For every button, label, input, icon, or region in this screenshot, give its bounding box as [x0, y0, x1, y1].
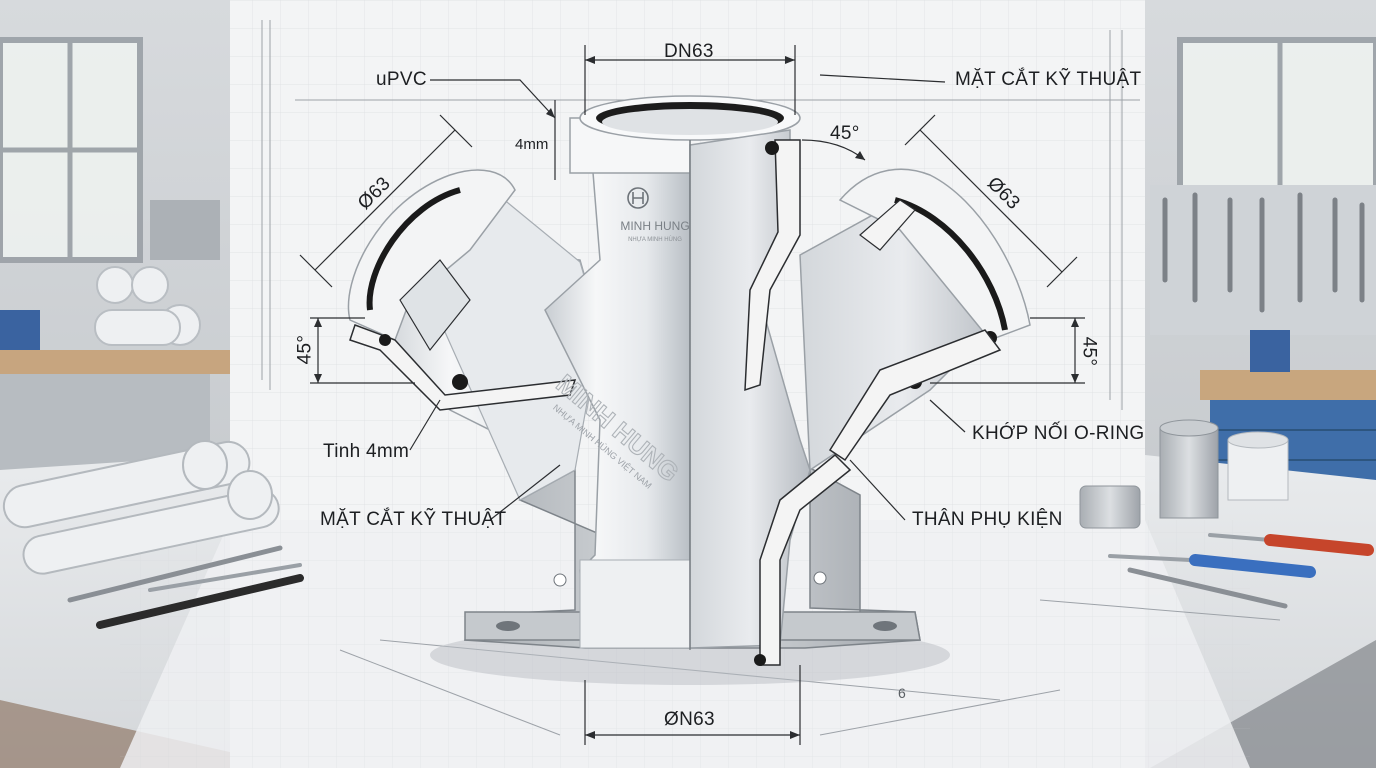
label-section-top: MẶT CẮT KỸ THUẬT: [955, 69, 1142, 90]
main-body-section: [689, 129, 1002, 666]
label-oring: KHỚP NỐI O-RING: [972, 423, 1145, 444]
tool-wall: [1150, 185, 1376, 335]
label-wall-left: Tinh 4mm: [323, 441, 410, 462]
tools-on-table-left: [67, 545, 304, 629]
label-angle-right: 45°: [1078, 336, 1100, 367]
label-dn-top: DN63: [664, 41, 714, 62]
main-body-exterior: [544, 95, 801, 649]
screwdrivers-on-table-right: [1108, 533, 1374, 609]
label-angle-top: 45°: [830, 123, 860, 144]
brand-subline-top: NHỰA MINH HÙNG: [628, 236, 682, 243]
right-window: [1177, 37, 1376, 203]
label-dn-bottom: ØN63: [664, 709, 715, 730]
label-wall-top: 4mm: [515, 136, 549, 153]
label-material: uPVC: [376, 69, 427, 90]
label-angle-left: 45°: [294, 334, 316, 365]
brand-name-top: MINH HUNG: [620, 219, 689, 233]
label-section-bottom: MẶT CẮT KỸ THUẬT: [320, 509, 507, 530]
left-branch-section: [349, 259, 577, 411]
left-window: [0, 37, 220, 263]
brand-logo-icon: [627, 187, 649, 209]
label-body: THÂN PHỤ KIỆN: [912, 509, 1063, 530]
fittings-on-table-right: [1079, 419, 1289, 529]
pipes-on-table-left: [2, 440, 280, 575]
floor-mark: 6: [898, 685, 906, 701]
